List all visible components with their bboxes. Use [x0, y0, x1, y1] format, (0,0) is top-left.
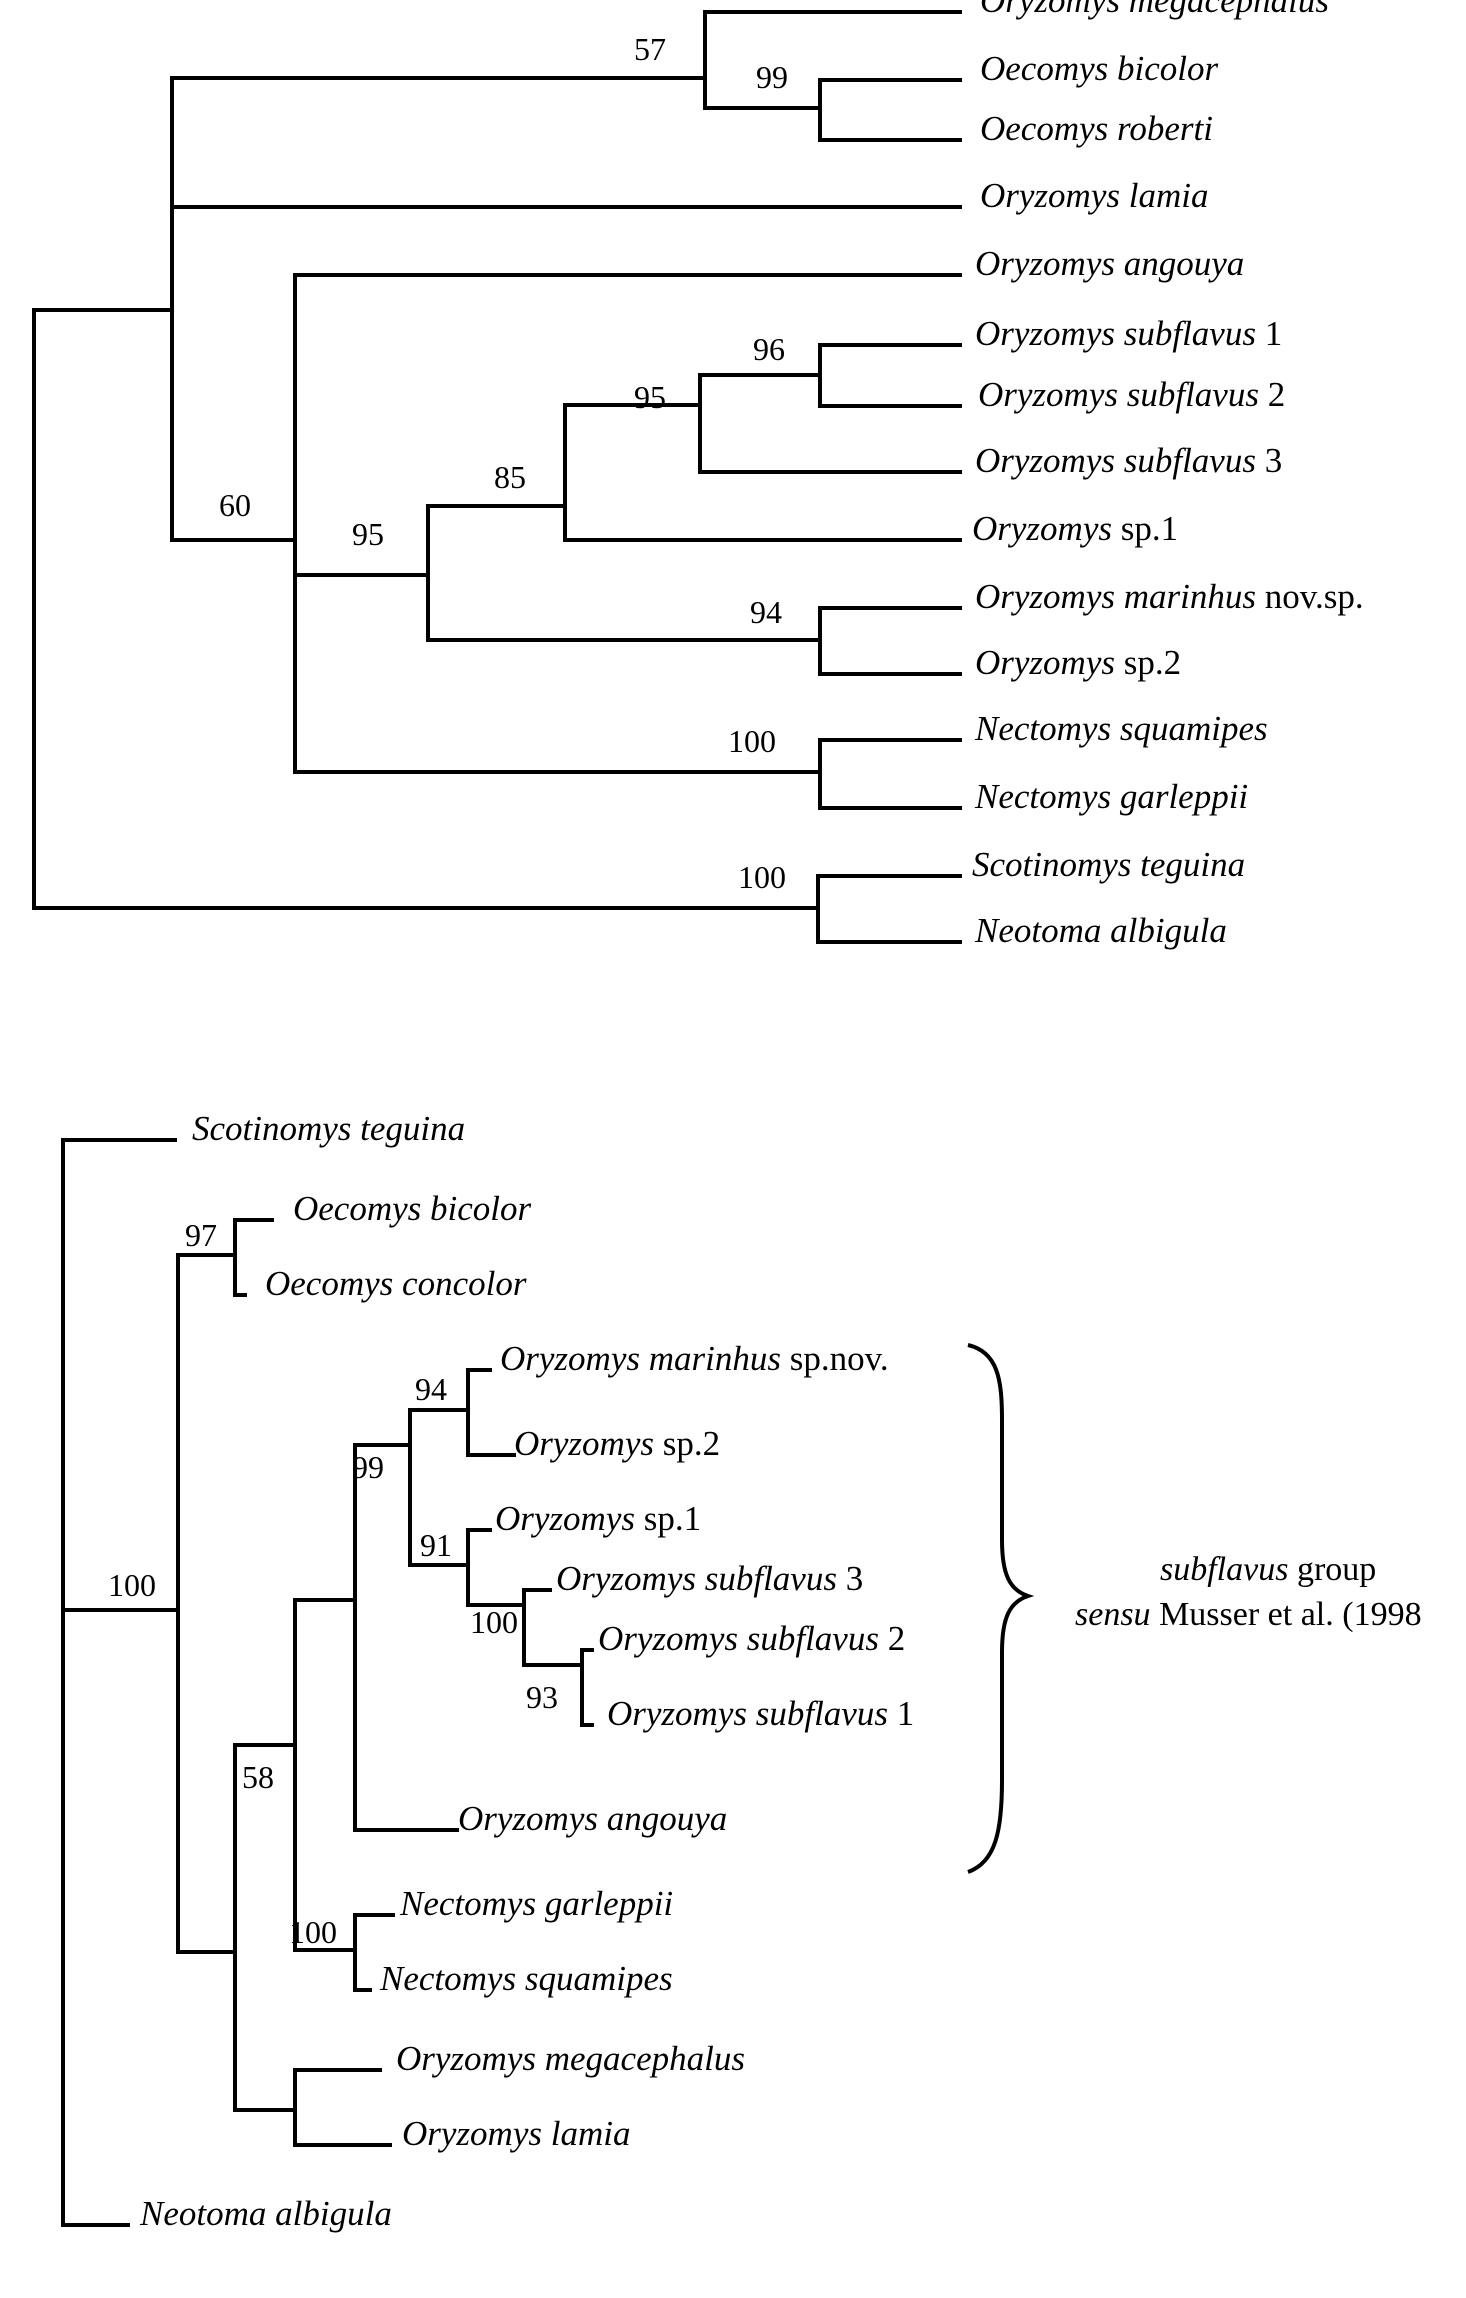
taxon-label: Oryzomys subflavus 3: [556, 1559, 863, 1598]
taxon-label: Oryzomys subflavus 2: [978, 375, 1285, 414]
support-value: 57: [634, 31, 666, 67]
taxon-label: Oryzomys subflavus 1: [607, 1694, 914, 1733]
taxon-label: Neotoma albigula: [974, 911, 1227, 950]
support-value: 94: [750, 594, 782, 630]
support-value: 95: [634, 379, 666, 415]
group-label-line2: sensu Musser et al. (1998: [1075, 1596, 1422, 1633]
support-value: 100: [470, 1604, 518, 1640]
taxon-label: Oecomys bicolor: [980, 49, 1219, 88]
support-value: 99: [756, 59, 788, 95]
support-value: 100: [289, 1914, 337, 1950]
support-value: 60: [219, 487, 251, 523]
taxon-label: Neotoma albigula: [139, 2194, 392, 2233]
tree-bottom-labels: Scotinomys teguina Oecomys bicolor Oecom…: [139, 1109, 914, 2233]
taxon-label: Oryzomys megacephalus: [396, 2039, 745, 2078]
support-value: 91: [420, 1527, 452, 1563]
taxon-label: Nectomys garleppii: [399, 1884, 673, 1923]
group-brace: [967, 1343, 1035, 1874]
taxon-label: Oryzomys subflavus 3: [975, 441, 1282, 480]
tree-bottom-support-values: 97 94 99 91 100 93 100 58 100: [108, 1217, 558, 1950]
support-value: 93: [526, 1679, 558, 1715]
support-value: 100: [728, 723, 776, 759]
support-value: 96: [753, 331, 785, 367]
taxon-label: Oecomys concolor: [265, 1264, 527, 1303]
group-label: subflavus group sensu Musser et al. (199…: [1075, 1551, 1422, 1633]
taxon-label: Oryzomys angouya: [458, 1799, 727, 1838]
taxon-label: Oryzomys subflavus 1: [975, 314, 1282, 353]
taxon-label: Oryzomys marinhus nov.sp.: [975, 577, 1364, 616]
taxon-label: Nectomys garleppii: [974, 777, 1248, 816]
taxon-label: Oryzomys lamia: [980, 176, 1208, 215]
taxon-label: Oryzomys sp.1: [972, 509, 1178, 548]
support-value: 94: [415, 1371, 447, 1407]
taxon-label: Oryzomys megacephalus: [980, 0, 1329, 20]
taxon-label: Oecomys bicolor: [293, 1189, 532, 1228]
taxon-label: Oryzomys sp.2: [975, 643, 1181, 682]
support-value: 100: [108, 1567, 156, 1603]
taxon-label: Scotinomys teguina: [972, 845, 1245, 884]
support-value: 100: [738, 859, 786, 895]
taxon-label: Oecomys roberti: [980, 109, 1213, 148]
taxon-label: Oryzomys sp.2: [514, 1424, 720, 1463]
taxon-label: Oryzomys lamia: [402, 2114, 630, 2153]
group-label-line1: subflavus group: [1160, 1551, 1376, 1588]
support-value: 58: [242, 1759, 274, 1795]
taxon-label: Scotinomys teguina: [192, 1109, 465, 1148]
support-value: 99: [352, 1449, 384, 1485]
taxon-label: Nectomys squamipes: [974, 709, 1268, 748]
tree-top-support-values: 57 99 96 95 85 60 95 94 100 100: [219, 31, 788, 895]
support-value: 85: [494, 459, 526, 495]
tree-top-branches: [32, 10, 962, 944]
taxon-label: Oryzomys angouya: [975, 244, 1244, 283]
taxon-label: Oryzomys marinhus sp.nov.: [500, 1339, 889, 1378]
tree-top-labels: Oryzomys megacephalus Oecomys bicolor Oe…: [972, 0, 1364, 950]
taxon-label: Nectomys squamipes: [379, 1959, 673, 1998]
taxon-label: Oryzomys sp.1: [495, 1499, 701, 1538]
support-value: 95: [352, 516, 384, 552]
taxon-label: Oryzomys subflavus 2: [598, 1619, 905, 1658]
tree-bottom-branches: [61, 1138, 594, 2227]
support-value: 97: [185, 1217, 217, 1253]
